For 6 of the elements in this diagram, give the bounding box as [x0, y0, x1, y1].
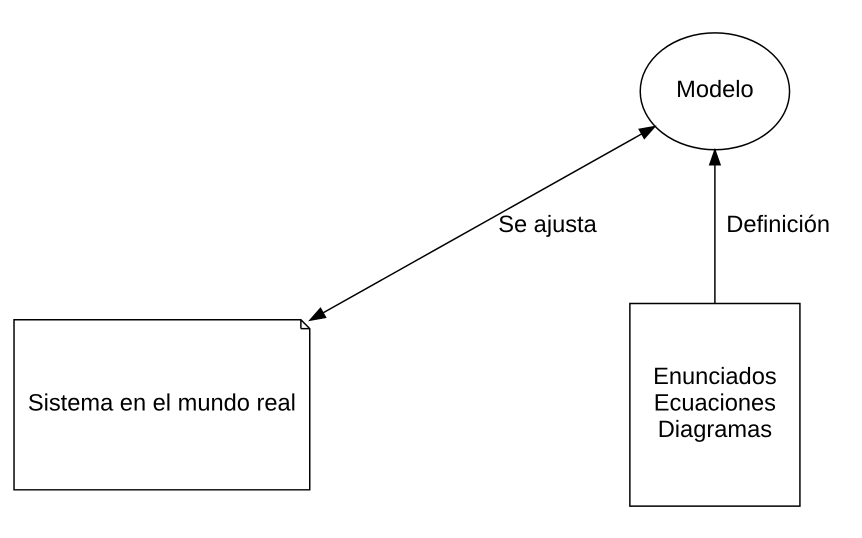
arrow [308, 125, 657, 321]
arrow [708, 147, 722, 303]
node-box: Enunciados Ecuaciones Diagramas [629, 302, 801, 506]
edge-label: Definición [726, 212, 830, 238]
edge-label: Se ajusta [498, 212, 597, 238]
node-ellipse: Modelo [640, 32, 790, 150]
